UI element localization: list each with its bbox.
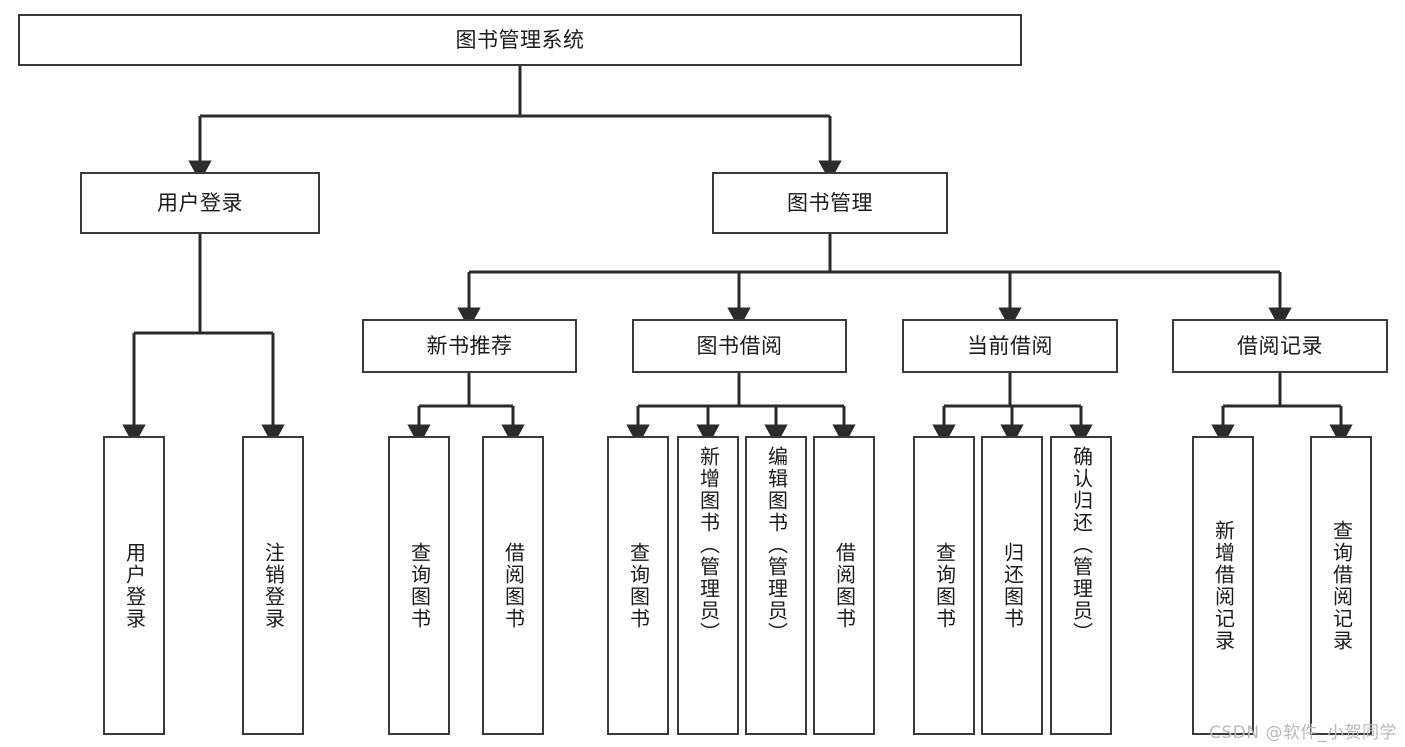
node-label-leaf-borrow-book-2: 借阅图书 xyxy=(832,541,857,630)
node-label-new-book-rec: 新书推荐 xyxy=(426,333,513,358)
node-label-root: 图书管理系统 xyxy=(455,27,585,52)
node-box-leaf-query-book-2[interactable]: 查询图书 xyxy=(607,436,669,735)
node-box-leaf-borrow-book-2[interactable]: 借阅图书 xyxy=(813,436,875,735)
node-label-current-borrow: 当前借阅 xyxy=(967,333,1053,358)
node-label-user-login: 用户登录 xyxy=(157,190,243,215)
node-box-leaf-user-login[interactable]: 用户登录 xyxy=(103,436,165,735)
node-box-leaf-add-book[interactable]: 新增图书（管理员） xyxy=(677,436,739,735)
node-label-leaf-user-login: 用户登录 xyxy=(122,541,147,630)
node-box-leaf-borrow-book-1[interactable]: 借阅图书 xyxy=(482,436,544,735)
node-label-leaf-query-book-1: 查询图书 xyxy=(407,541,432,630)
node-box-current-borrow[interactable]: 当前借阅 xyxy=(902,319,1118,373)
node-box-root[interactable]: 图书管理系统 xyxy=(18,14,1022,66)
node-box-leaf-add-record[interactable]: 新增借阅记录 xyxy=(1192,436,1254,735)
node-label-leaf-query-book-2: 查询图书 xyxy=(626,541,651,630)
node-label-leaf-logout: 注销登录 xyxy=(261,541,286,630)
connector-group xyxy=(122,66,1353,446)
node-box-book-borrow[interactable]: 图书借阅 xyxy=(632,319,847,373)
node-box-leaf-query-record[interactable]: 查询借阅记录 xyxy=(1310,436,1372,735)
node-label-leaf-borrow-book-1: 借阅图书 xyxy=(501,541,526,630)
node-label-leaf-add-record: 新增借阅记录 xyxy=(1211,519,1236,652)
node-label-leaf-return-book: 归还图书 xyxy=(1000,541,1025,630)
node-box-leaf-logout[interactable]: 注销登录 xyxy=(242,436,304,735)
node-label-borrow-record: 借阅记录 xyxy=(1237,333,1323,358)
node-box-leaf-return-book[interactable]: 归还图书 xyxy=(981,436,1043,735)
node-label-book-manage: 图书管理 xyxy=(787,190,873,215)
node-label-book-borrow: 图书借阅 xyxy=(696,333,783,358)
node-box-book-manage[interactable]: 图书管理 xyxy=(712,172,948,234)
node-box-leaf-confirm-return[interactable]: 确认归还（管理员） xyxy=(1050,436,1112,735)
node-label-leaf-confirm-return: 确认归还（管理员） xyxy=(1069,446,1094,644)
node-label-leaf-query-book-3: 查询图书 xyxy=(932,541,957,630)
node-box-user-login[interactable]: 用户登录 xyxy=(80,172,320,234)
node-box-leaf-query-book-1[interactable]: 查询图书 xyxy=(388,436,450,735)
node-box-leaf-edit-book[interactable]: 编辑图书（管理员） xyxy=(745,436,807,735)
node-box-leaf-query-book-3[interactable]: 查询图书 xyxy=(913,436,975,735)
node-box-new-book-rec[interactable]: 新书推荐 xyxy=(362,319,577,373)
node-label-leaf-query-record: 查询借阅记录 xyxy=(1329,519,1354,652)
node-box-borrow-record[interactable]: 借阅记录 xyxy=(1172,319,1388,373)
node-label-leaf-add-book: 新增图书（管理员） xyxy=(696,446,721,644)
node-label-leaf-edit-book: 编辑图书（管理员） xyxy=(764,446,789,644)
